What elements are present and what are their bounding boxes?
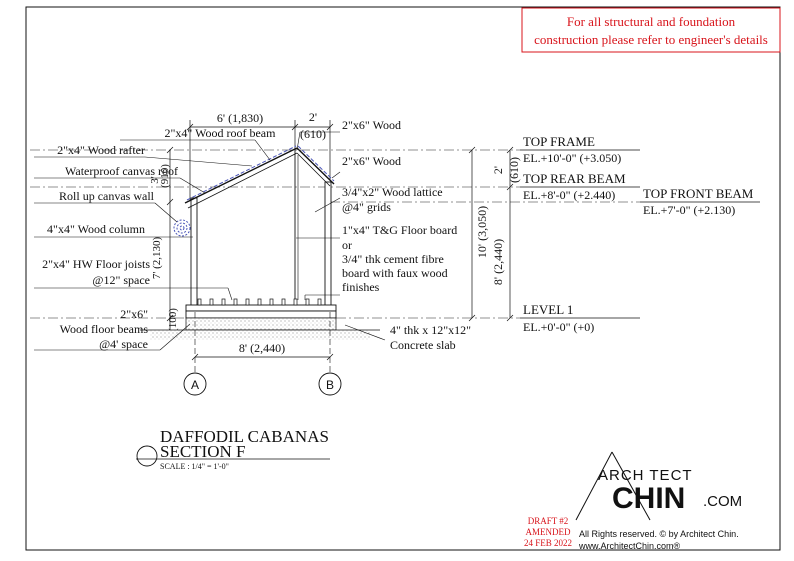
label-roof-beam: 2"x4" Wood roof beam bbox=[165, 126, 277, 140]
footer-rights: All Rights reserved. © by Architect Chin… bbox=[579, 529, 739, 539]
grid-label-a: A bbox=[191, 378, 199, 392]
label-floor-board-5: finishes bbox=[342, 280, 380, 294]
label-floor-joists-1: 2"x4" HW Floor joists bbox=[42, 257, 150, 271]
label-rafter: 2"x4" Wood rafter bbox=[57, 143, 145, 157]
level-top-front-el: EL.+7'-0" (+2.130) bbox=[643, 203, 735, 217]
notice-line-1: For all structural and foundation bbox=[567, 14, 736, 29]
label-floor-board-3: 3/4" thk cement fibre bbox=[342, 252, 444, 266]
grid-bubble-a: A bbox=[183, 372, 207, 396]
grid-bubble-b: B bbox=[318, 372, 342, 396]
title-block: DAFFODIL CABANAS SECTION F SCALE : 1/4" … bbox=[136, 427, 330, 471]
concrete-slab bbox=[185, 317, 337, 331]
canvas-roof-line bbox=[186, 145, 335, 201]
label-canvas-roof: Waterproof canvas roof bbox=[65, 164, 178, 178]
label-floor-joists-2: @12" space bbox=[92, 273, 150, 287]
logo-chin-text: CHIN bbox=[612, 482, 685, 515]
top-dimensions bbox=[186, 120, 334, 200]
grid-lines bbox=[194, 312, 331, 372]
level-1-el: EL.+0'-0" (+0) bbox=[523, 320, 594, 334]
dim-rafter-mm: (910) bbox=[159, 164, 171, 188]
draft-line-1: DRAFT #2 bbox=[528, 516, 569, 526]
label-lattice-1: 3/4"x2" Wood lattice bbox=[342, 185, 443, 199]
level-top-rear-el: EL.+8'-0" (+2.440) bbox=[523, 188, 615, 202]
dim-total-height: 10' (3,050) bbox=[475, 206, 489, 258]
grid-label-b: B bbox=[326, 378, 334, 392]
label-floor-beams-3: @4' space bbox=[99, 337, 148, 351]
floor-joists bbox=[197, 298, 322, 306]
draft-line-2: AMENDED bbox=[526, 527, 571, 537]
title-scale: SCALE : 1/4" = 1'-0" bbox=[160, 462, 229, 471]
label-slab-2: Concrete slab bbox=[390, 338, 456, 352]
dim-rafter-height: 3' bbox=[149, 176, 161, 184]
level-top-frame: TOP FRAME bbox=[523, 134, 595, 149]
notice-line-2: construction please refer to engineer's … bbox=[534, 32, 768, 47]
footer-url[interactable]: www.ArchitectChin.com® bbox=[578, 541, 681, 551]
label-roll-up-canvas: Roll up canvas wall bbox=[59, 189, 155, 203]
structural-notice: For all structural and foundation constr… bbox=[521, 7, 781, 53]
logo-com-text: .COM bbox=[703, 493, 742, 510]
label-floor-board-4: board with faux wood bbox=[342, 266, 448, 280]
draft-line-3: 24 FEB 2022 bbox=[524, 538, 572, 548]
title-line-2: SECTION F bbox=[160, 442, 245, 461]
dim-overhang: 2' bbox=[309, 110, 317, 124]
ground-hatch bbox=[150, 330, 370, 340]
label-slab-1: 4" thk x 12"x12" bbox=[390, 323, 471, 337]
leader-lines bbox=[34, 131, 386, 351]
logo-architect-text: ARCH TECT bbox=[598, 467, 693, 484]
level-1: LEVEL 1 bbox=[523, 302, 573, 317]
level-top-frame-el: EL.+10'-0" (+3.050) bbox=[523, 151, 621, 165]
dim-floor-width: 8' (2,440) bbox=[239, 341, 285, 355]
roll-up-canvas-icon bbox=[173, 219, 191, 237]
label-floor-board-2: or bbox=[342, 238, 352, 252]
dim-top: 2' bbox=[491, 166, 505, 174]
dim-front-height: 8' (2,440) bbox=[491, 239, 505, 285]
label-floor-beams-2: Wood floor beams bbox=[60, 322, 149, 336]
dim-roof-width: 6' (1,830) bbox=[217, 111, 263, 125]
level-top-rear: TOP REAR BEAM bbox=[523, 171, 626, 186]
architect-chin-logo: ARCH TECT CHIN .COM bbox=[575, 451, 742, 521]
dim-column-height: 7' (2,130) bbox=[151, 237, 163, 280]
dim-top-mm: (610) bbox=[507, 157, 521, 183]
dim-slab: (100) bbox=[167, 308, 179, 332]
level-underlines bbox=[520, 149, 760, 319]
label-floor-board-1: 1"x4" T&G Floor board bbox=[342, 223, 457, 237]
title-line-1: DAFFODIL CABANAS bbox=[160, 427, 329, 446]
label-wood-top: 2"x6" Wood bbox=[342, 118, 401, 132]
right-dimensions bbox=[468, 146, 514, 322]
level-top-front: TOP FRONT BEAM bbox=[643, 186, 754, 201]
label-lattice-2: @4" grids bbox=[342, 200, 391, 214]
dim-overhang-mm: (610) bbox=[300, 127, 326, 141]
cabana-structure bbox=[184, 147, 337, 319]
level-lines bbox=[30, 149, 640, 319]
label-wood-mid: 2"x6" Wood bbox=[342, 154, 401, 168]
drawing-border bbox=[25, 6, 781, 551]
label-wood-column: 4"x4" Wood column bbox=[47, 222, 145, 236]
label-floor-beams-1: 2"x6" bbox=[120, 307, 148, 321]
